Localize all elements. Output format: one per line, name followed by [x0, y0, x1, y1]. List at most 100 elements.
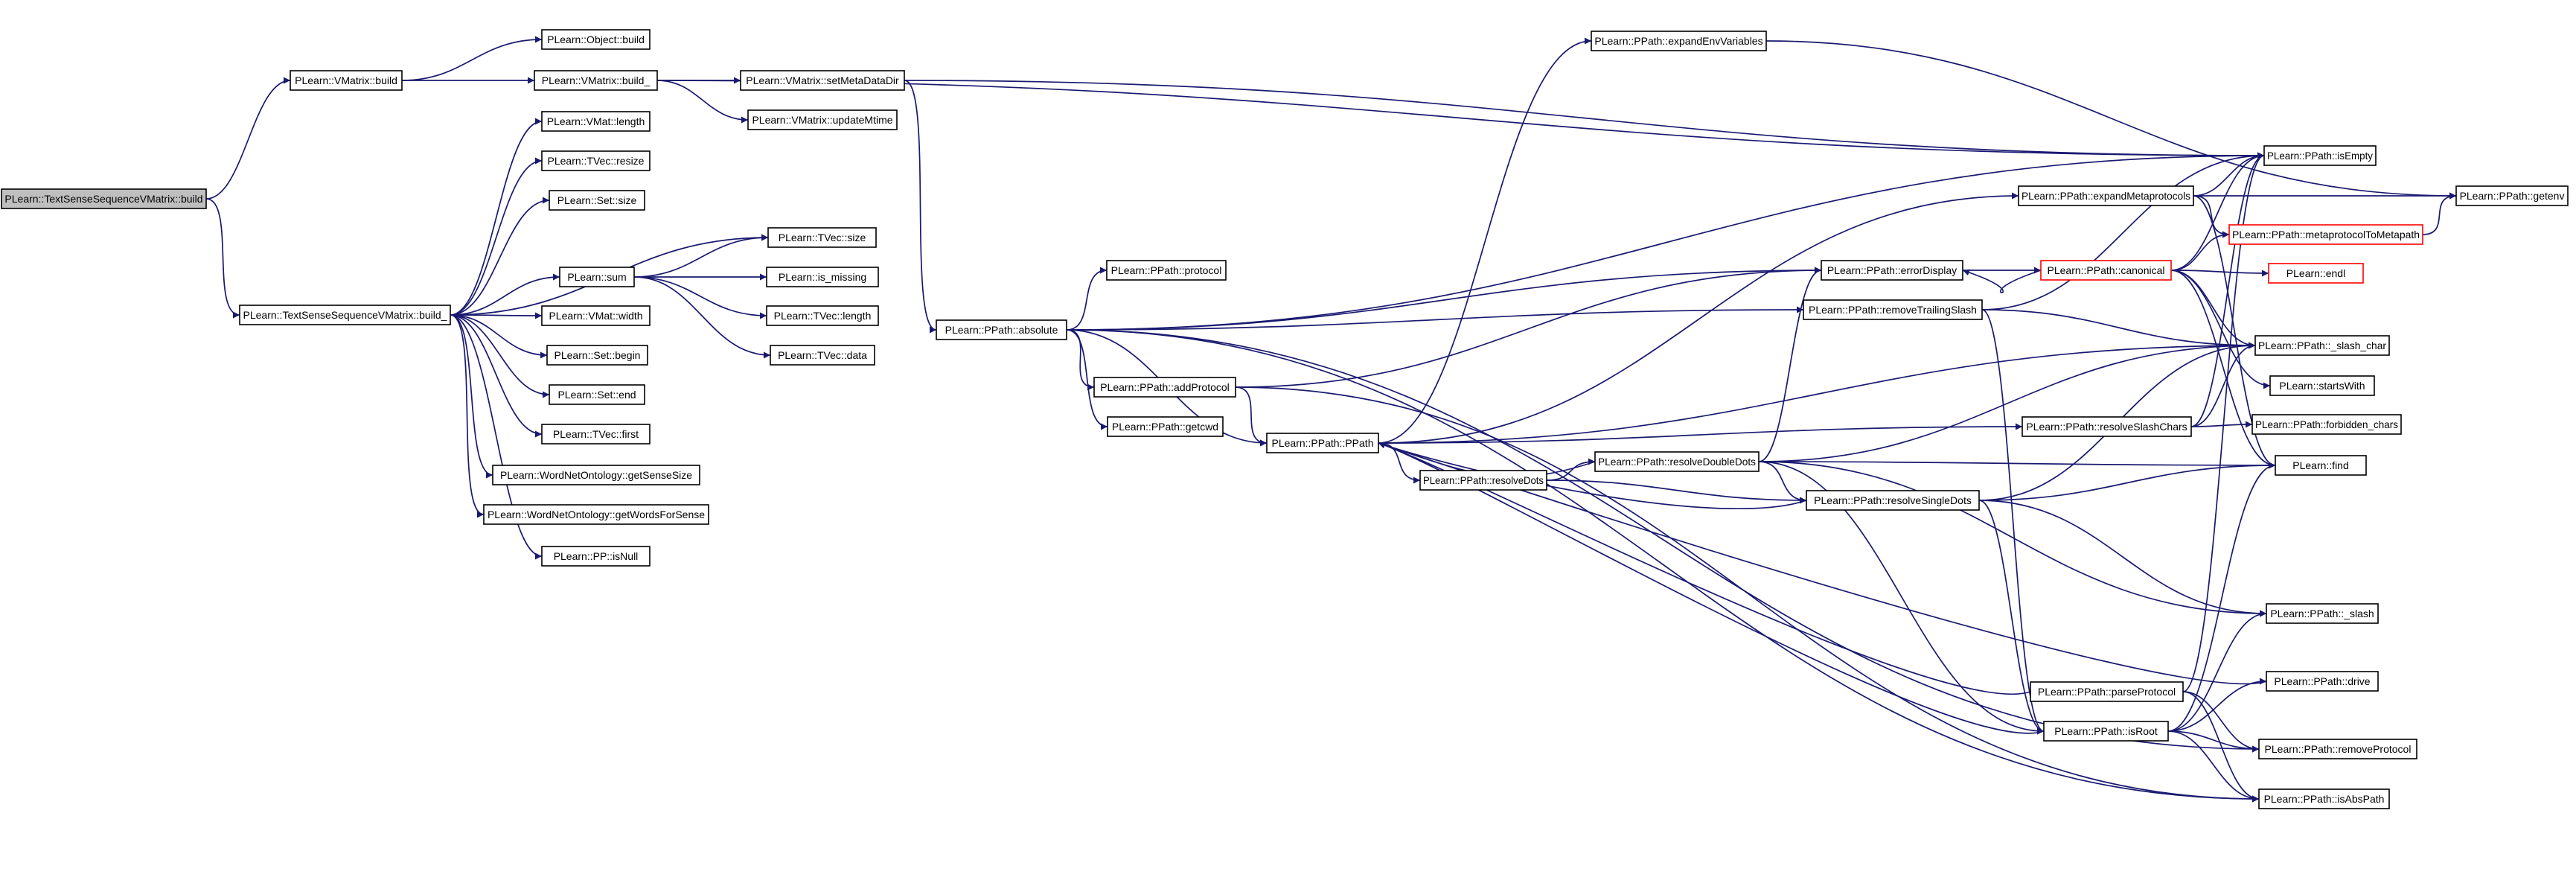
- node-n32[interactable]: PLearn::PPath::removeTrailingSlash: [1803, 299, 1983, 320]
- node-n26[interactable]: PLearn::PPath::getcwd: [1107, 416, 1224, 437]
- node-n37[interactable]: PLearn::PPath::parseProtocol: [2030, 681, 2184, 702]
- node-box: [1594, 451, 1760, 472]
- node-label: PLearn::PPath::expandEnvVariables: [1594, 35, 1762, 47]
- node-box: [2043, 721, 2169, 742]
- node-n14[interactable]: PLearn::TVec::length: [766, 305, 879, 326]
- edge-n38-n49: [2167, 730, 2260, 753]
- edge-n2-n4: [401, 36, 543, 81]
- node-n36[interactable]: PLearn::PPath::resolveSlashChars: [2022, 416, 2192, 437]
- node-box: [2254, 335, 2390, 356]
- node-n7[interactable]: PLearn::VMatrix::updateMtime: [747, 109, 898, 130]
- node-label: PLearn::VMat::width: [549, 310, 642, 322]
- edge-n6-n23: [904, 80, 937, 334]
- node-n50[interactable]: PLearn::PPath::isAbsPath: [2258, 788, 2390, 809]
- node-n3[interactable]: PLearn::TextSenseSequenceVMatrix::build_: [239, 305, 451, 325]
- edge-n37-n49: [2182, 691, 2260, 753]
- node-n21[interactable]: PLearn::WordNetOntology::getWordsForSens…: [483, 504, 709, 525]
- node-n29[interactable]: PLearn::PPath::resolveDoubleDots: [1594, 451, 1760, 472]
- node-n6[interactable]: PLearn::VMatrix::setMetaDataDir: [740, 70, 905, 91]
- node-box: [559, 267, 635, 287]
- node-n19[interactable]: PLearn::TVec::first: [541, 424, 651, 444]
- edge-n11-n14: [633, 276, 767, 319]
- node-n17[interactable]: PLearn::Set::begin: [546, 345, 648, 366]
- node-n25[interactable]: PLearn::PPath::addProtocol: [1093, 377, 1236, 398]
- node-n2[interactable]: PLearn::VMatrix::build: [290, 70, 403, 91]
- node-label: PLearn::TVec::size: [779, 232, 866, 243]
- node-n10[interactable]: PLearn::Set::size: [549, 190, 645, 211]
- node-n42[interactable]: PLearn::endl: [2268, 263, 2364, 284]
- node-label: PLearn::PPath::addProtocol: [1100, 381, 1230, 393]
- node-n27[interactable]: PLearn::PPath::PPath: [1266, 433, 1379, 453]
- node-n5[interactable]: PLearn::VMatrix::build_: [534, 70, 658, 91]
- edge-n27-n36: [1378, 423, 2023, 444]
- node-n28[interactable]: PLearn::PPath::resolveDots: [1419, 470, 1547, 491]
- edge-n5-n39: [656, 80, 2265, 159]
- edge-n3-n8: [450, 118, 543, 316]
- node-n23[interactable]: PLearn::PPath::absolute: [936, 319, 1067, 340]
- node-n44[interactable]: PLearn::startsWith: [2269, 375, 2375, 396]
- node-n49[interactable]: PLearn::PPath::removeProtocol: [2258, 739, 2417, 759]
- node-label: PLearn::WordNetOntology::getWordsForSens…: [488, 509, 705, 520]
- node-label: PLearn::WordNetOntology::getSenseSize: [500, 469, 692, 481]
- node-n41[interactable]: PLearn::PPath::metaprotocolToMetapath: [2228, 224, 2423, 245]
- node-label: PLearn::PPath::protocol: [1111, 264, 1222, 276]
- edge-n32-n38: [1981, 309, 2045, 735]
- node-n16[interactable]: PLearn::VMat::width: [541, 305, 651, 326]
- edge-n32-n39: [1981, 152, 2265, 310]
- edge-n23-n39: [1066, 152, 2265, 331]
- node-n8[interactable]: PLearn::VMat::length: [541, 111, 651, 132]
- node-n24[interactable]: PLearn::PPath::protocol: [1106, 260, 1227, 281]
- node-n39[interactable]: PLearn::PPath::isEmpty: [2263, 145, 2377, 166]
- node-n12[interactable]: PLearn::TVec::size: [767, 227, 877, 248]
- node-box: [747, 109, 898, 130]
- node-label: PLearn::find: [2292, 459, 2349, 471]
- node-n4[interactable]: PLearn::Object::build: [541, 29, 651, 50]
- node-n33[interactable]: PLearn::PPath::resolveSingleDots: [1806, 490, 1980, 511]
- edge-n23-n26: [1066, 329, 1108, 430]
- node-label: PLearn::VMat::length: [547, 115, 645, 127]
- node-n45[interactable]: PLearn::PPath::forbidden_chars: [2251, 414, 2402, 435]
- node-label: PLearn::TVec::first: [553, 428, 639, 440]
- edge-n32-n43: [1981, 309, 2256, 349]
- node-label: PLearn::PPath::getcwd: [1112, 421, 1218, 433]
- node-box: [2030, 681, 2184, 702]
- node-n1[interactable]: PLearn::TextSenseSequenceVMatrix::build: [1, 188, 207, 209]
- node-n38[interactable]: PLearn::PPath::isRoot: [2043, 721, 2169, 742]
- node-label: PLearn::Object::build: [547, 34, 645, 45]
- node-n35[interactable]: PLearn::PPath::canonical: [2040, 260, 2172, 281]
- node-n22[interactable]: PLearn::PP::isNull: [541, 546, 651, 567]
- node-n48[interactable]: PLearn::PPath::drive: [2266, 671, 2379, 692]
- node-n34[interactable]: PLearn::PPath::expandMetaprotocols: [2018, 185, 2194, 206]
- edge-n27-n34: [1378, 192, 2019, 444]
- node-n11[interactable]: PLearn::sum: [559, 267, 635, 287]
- node-n46[interactable]: PLearn::find: [2275, 455, 2367, 476]
- edge-n25-n50: [1235, 386, 2260, 803]
- node-n30[interactable]: PLearn::PPath::expandEnvVariables: [1591, 31, 1767, 51]
- edge-n27-n30: [1378, 37, 1592, 444]
- node-n18[interactable]: PLearn::Set::end: [549, 384, 645, 405]
- node-n43[interactable]: PLearn::PPath::_slash_char: [2254, 335, 2390, 356]
- edge-n23-n24: [1066, 267, 1108, 331]
- node-n47[interactable]: PLearn::PPath::_slash: [2266, 603, 2379, 624]
- edge-n33-n38: [1978, 500, 2045, 735]
- edge-n38-n46: [2167, 462, 2276, 732]
- node-n20[interactable]: PLearn::WordNetOntology::getSenseSize: [492, 465, 700, 485]
- node-box: [766, 267, 879, 287]
- node-n13[interactable]: PLearn::is_missing: [766, 267, 879, 287]
- node-label: PLearn::TVec::length: [774, 310, 872, 322]
- node-label: PLearn::VMatrix::updateMtime: [752, 114, 892, 126]
- node-label: PLearn::TVec::data: [778, 349, 867, 361]
- node-n31[interactable]: PLearn::PPath::errorDisplay: [1821, 260, 1963, 281]
- edge-n30-n40: [1765, 40, 2457, 200]
- edge-n35-n42: [2170, 270, 2269, 277]
- edge-n35-n41: [2170, 231, 2230, 271]
- edge-n6-n39: [904, 80, 2265, 159]
- edge-n28-n29: [1546, 458, 1596, 481]
- node-n40[interactable]: PLearn::PPath::getenv: [2455, 185, 2569, 206]
- edge-n25-n31: [1235, 267, 1822, 388]
- node-box: [740, 70, 905, 91]
- node-n15[interactable]: PLearn::TVec::data: [770, 345, 875, 366]
- edge-n37-n27: [1378, 442, 2031, 695]
- node-box: [1093, 377, 1236, 398]
- node-n9[interactable]: PLearn::TVec::resize: [541, 150, 651, 171]
